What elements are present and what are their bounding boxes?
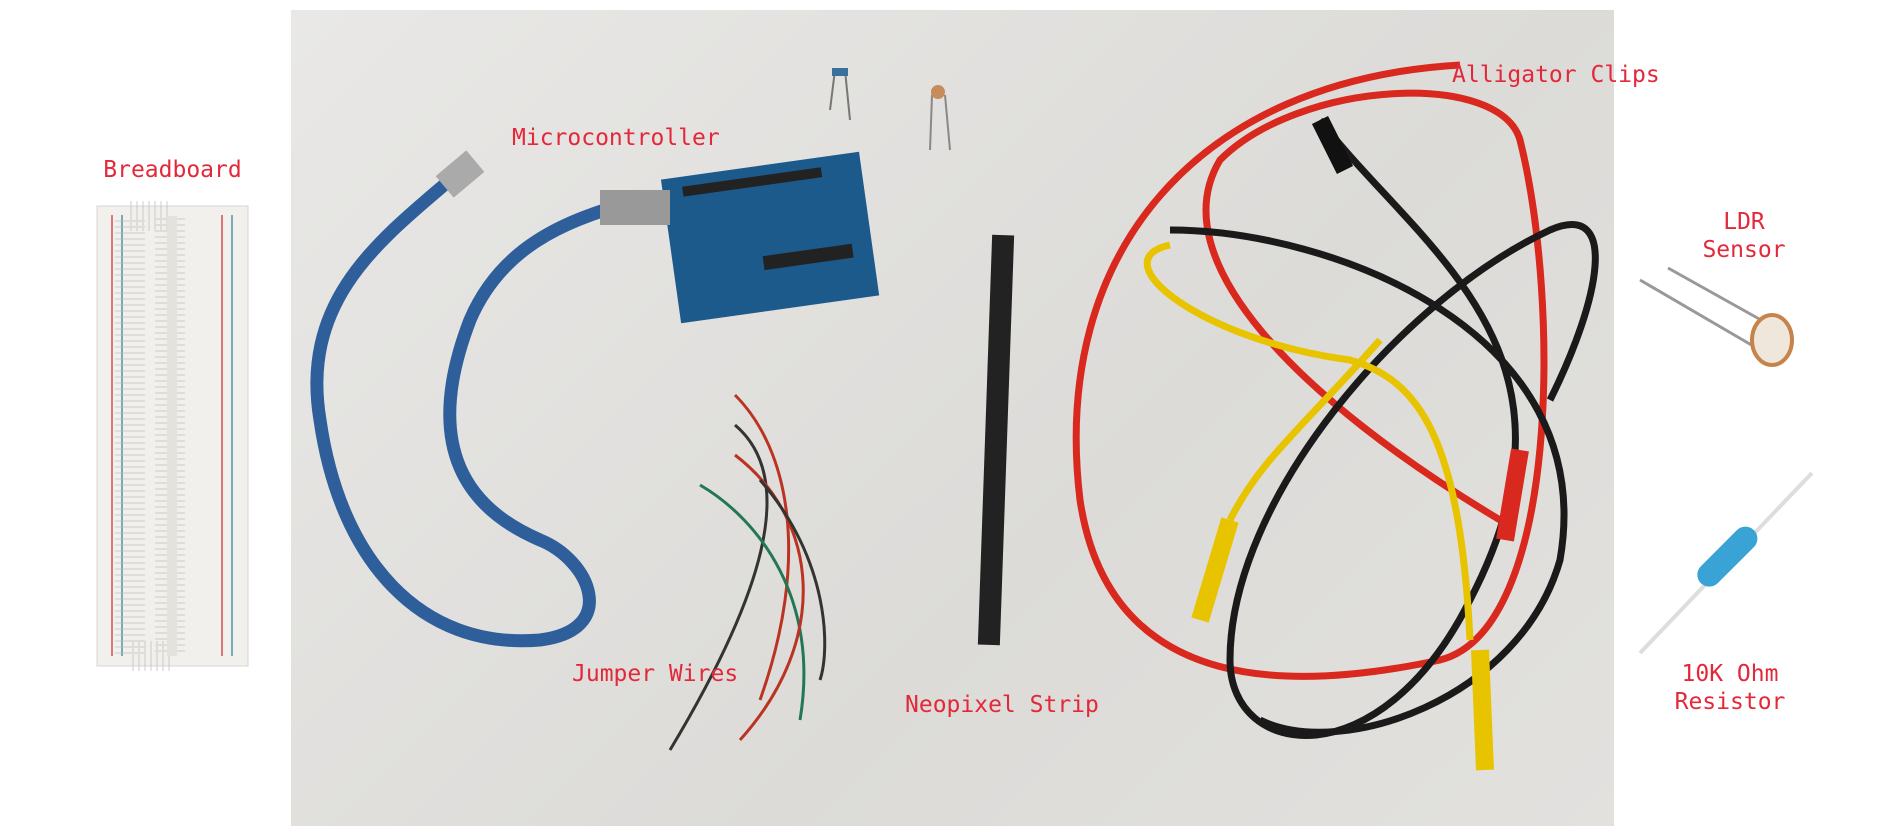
alligator-clips-image: [1072, 61, 1599, 740]
breadboard-label: Breadboard: [103, 157, 242, 183]
ldr-label-line2: Sensor: [1702, 237, 1786, 263]
resistor-label: 10K Ohm Resistor: [1660, 660, 1800, 716]
alligator-clips-label: Alligator Clips: [1452, 62, 1660, 88]
resistor-label-line1: 10K Ohm: [1681, 661, 1779, 687]
jumper-wires-label: Jumper Wires: [572, 661, 739, 687]
neopixel-strip-image: [977, 234, 1015, 646]
usb-cable: [310, 175, 642, 648]
neopixel-strip-label: Neopixel Strip: [905, 692, 1099, 718]
breadboard-image: [96, 201, 249, 671]
components-photo: [291, 10, 1614, 826]
resistor-label-line2: Resistor: [1674, 689, 1786, 715]
microcontroller-label: Microcontroller: [512, 125, 720, 151]
ldr-sensor-image: [1639, 266, 1794, 367]
ldr-sensor-label: LDR Sensor: [1684, 208, 1804, 264]
jumper-wires-image: [668, 393, 827, 751]
arduino-board: [600, 151, 880, 324]
ldr-label-line1: LDR: [1723, 209, 1765, 235]
resistor-image: [1638, 471, 1814, 655]
